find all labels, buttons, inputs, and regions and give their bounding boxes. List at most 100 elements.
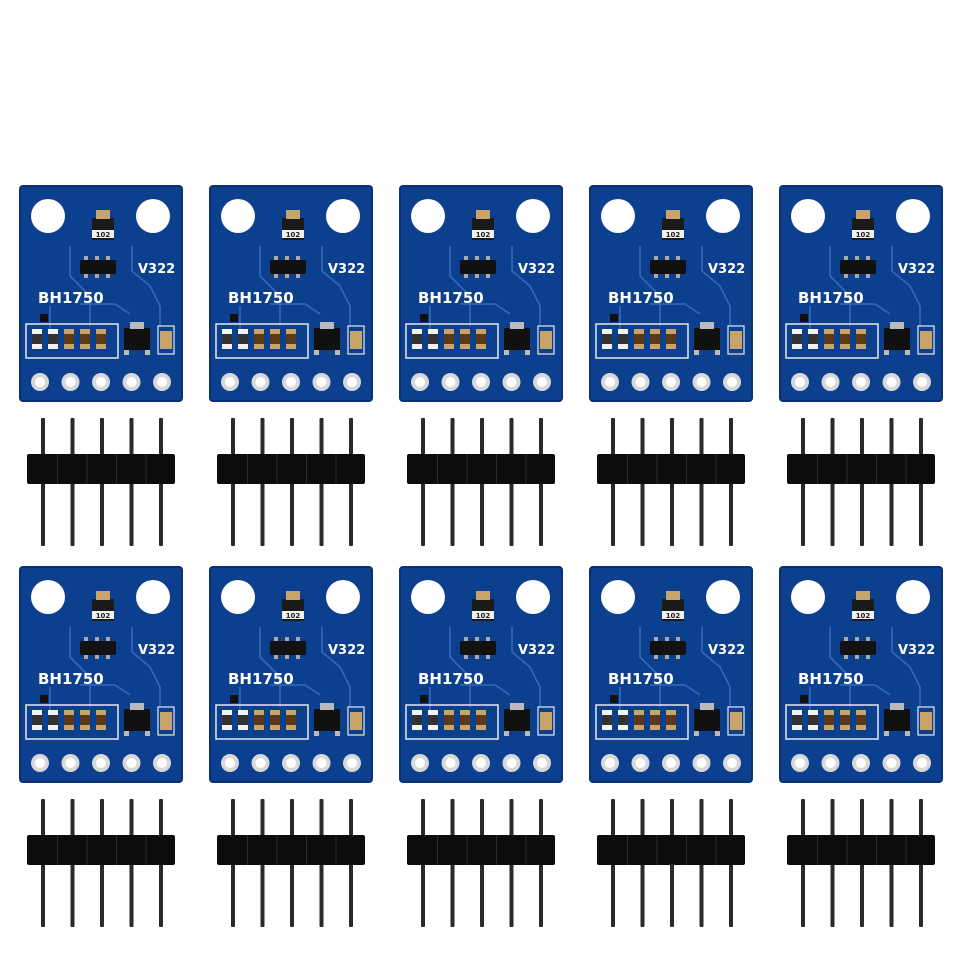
smd-body	[254, 715, 264, 725]
pin-hole	[917, 377, 927, 387]
pin-hole	[157, 377, 167, 387]
pcb-trace	[449, 246, 471, 326]
ic-pin	[296, 655, 300, 659]
transistor	[504, 328, 530, 350]
transistor	[884, 709, 910, 731]
pin-hole	[795, 758, 805, 768]
ic-pin	[95, 274, 99, 278]
pcb-trace	[259, 246, 281, 326]
smd-body	[96, 334, 106, 344]
smd-capacitor	[350, 331, 362, 349]
pin-header	[217, 418, 365, 546]
pin-hole	[666, 758, 676, 768]
sensor-pad	[476, 210, 490, 219]
sensor-label-strip	[472, 611, 494, 619]
pin-hole	[825, 377, 836, 387]
smd-body	[64, 334, 74, 344]
smd-body	[792, 334, 802, 344]
pin-hole	[255, 377, 266, 387]
ic-pin	[95, 655, 99, 659]
mounting-hole	[601, 580, 635, 614]
pin-hole	[605, 377, 615, 387]
header-body	[27, 835, 175, 865]
pin-hole	[696, 758, 707, 768]
pcb-trace	[80, 303, 131, 315]
chip-label: BH1750	[38, 289, 104, 307]
small-component	[800, 695, 808, 703]
pin-header	[597, 418, 745, 546]
mounting-hole	[516, 580, 550, 614]
silkscreen-box	[25, 323, 119, 359]
header-body	[217, 835, 365, 865]
regulator-ic	[460, 641, 496, 655]
smd-body	[840, 334, 850, 344]
ic-pin	[285, 655, 289, 659]
small-component	[230, 695, 238, 703]
pcb-trace	[270, 303, 321, 315]
pin-hole	[917, 758, 927, 768]
ic-pin	[285, 274, 289, 278]
pcb-trace	[321, 627, 351, 707]
ic-pin	[296, 274, 300, 278]
small-component	[230, 314, 238, 322]
smd-body	[666, 715, 676, 725]
pcb-trace	[259, 627, 281, 707]
pin-hole	[255, 758, 266, 768]
transistor	[504, 709, 530, 731]
pin-hole	[96, 758, 106, 768]
sensor-pad	[286, 210, 300, 219]
smd-body	[460, 334, 470, 344]
pin-hole	[727, 377, 737, 387]
ic-pin	[665, 637, 669, 641]
small-component	[800, 314, 808, 322]
pin-hole	[225, 758, 235, 768]
ic-pin	[464, 655, 468, 659]
small-component	[610, 314, 618, 322]
sensor-mark: 102	[286, 612, 301, 620]
pin-hole	[415, 758, 425, 768]
pcb-trace	[270, 684, 321, 696]
transistor-tab	[320, 322, 334, 329]
chip-label: BH1750	[608, 289, 674, 307]
pin-hole	[795, 377, 805, 387]
transistor-tab	[510, 322, 524, 329]
ic-pin	[274, 637, 278, 641]
mounting-hole	[326, 199, 360, 233]
sensor-label-strip	[852, 230, 874, 238]
reg-label: V322	[898, 643, 935, 658]
transistor-pin	[504, 731, 509, 736]
chip-label: BH1750	[418, 289, 484, 307]
transistor-pin	[525, 350, 530, 355]
regulator-ic	[270, 260, 306, 274]
sensor-pad	[286, 591, 300, 600]
header-body	[217, 454, 365, 484]
pin-hole	[316, 377, 327, 387]
transistor-pin	[145, 350, 150, 355]
ic-pin	[464, 256, 468, 260]
reg-label: V322	[518, 262, 555, 277]
pin-hole	[476, 377, 486, 387]
pin-header	[787, 418, 935, 546]
ic-pin	[106, 637, 110, 641]
transistor-pin	[314, 350, 319, 355]
smd-capacitor	[160, 331, 172, 349]
small-component	[420, 314, 428, 322]
ic-pin	[844, 655, 848, 659]
ic-pin	[676, 256, 680, 260]
transistor-pin	[884, 350, 889, 355]
ic-pin	[665, 256, 669, 260]
silkscreen-box	[347, 325, 365, 355]
smd-body	[618, 334, 628, 344]
smd-body	[650, 715, 660, 725]
pin-hole	[886, 377, 897, 387]
mounting-hole	[791, 199, 825, 233]
transistor-tab	[130, 703, 144, 710]
mounting-hole	[706, 199, 740, 233]
pin-header	[787, 799, 935, 927]
ic-pin	[654, 274, 658, 278]
